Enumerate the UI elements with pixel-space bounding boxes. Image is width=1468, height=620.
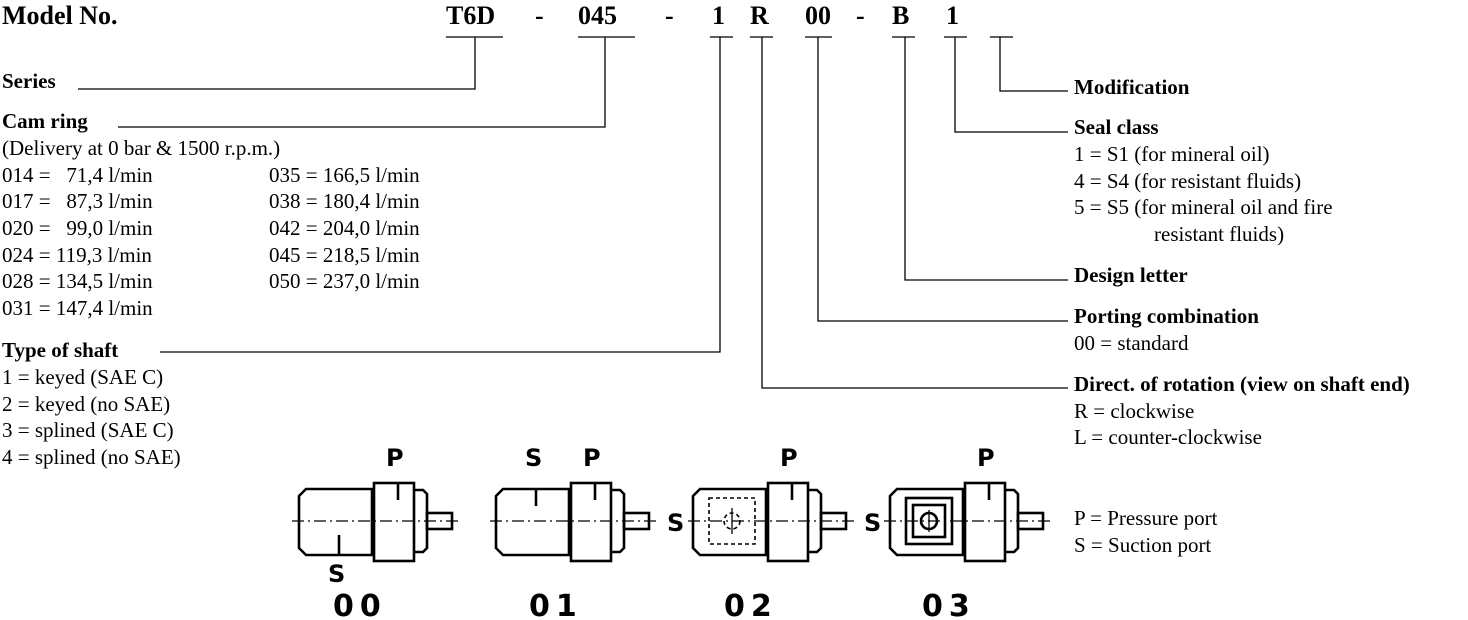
- modification-label: Modification: [1074, 75, 1190, 99]
- design-letter-label: Design letter: [1074, 263, 1188, 287]
- cam-ring-option: 038 = 180,4 l/min: [269, 189, 420, 213]
- cam-ring-option: 017 = 87,3 l/min: [2, 189, 153, 213]
- pressure-port-letter: P: [386, 444, 404, 472]
- seal-option: 5 = S5 (for mineral oil and fire: [1074, 195, 1333, 219]
- suction-port-letter: S: [864, 509, 881, 537]
- code-segment-series: T6D: [446, 1, 495, 30]
- suction-port-letter: S: [328, 560, 345, 588]
- code-separator: -: [535, 1, 544, 30]
- cam-ring-list-2: 035 = 166,5 l/min 038 = 180,4 l/min 042 …: [269, 163, 420, 293]
- pressure-port-letter: P: [583, 444, 601, 472]
- rotation-option: L = counter-clockwise: [1074, 425, 1262, 449]
- porting-option: 00 = standard: [1074, 331, 1189, 355]
- seal-option: 1 = S1 (for mineral oil): [1074, 142, 1270, 166]
- cam-ring-note: (Delivery at 0 bar & 1500 r.p.m.): [2, 136, 280, 160]
- shaft-option: 3 = splined (SAE C): [2, 418, 174, 442]
- seal-class-label: Seal class: [1074, 115, 1159, 139]
- pump-drawing-03: S P 03: [864, 444, 1052, 620]
- cam-ring-option: 020 = 99,0 l/min: [2, 216, 153, 240]
- variant-code: 02: [724, 589, 778, 620]
- cam-ring-option: 050 = 237,0 l/min: [269, 269, 420, 293]
- series-label: Series: [2, 69, 56, 93]
- code-separator: -: [665, 1, 674, 30]
- shaft-option: 4 = splined (no SAE): [2, 445, 181, 469]
- pump-drawing-00: P S 00: [292, 444, 462, 620]
- code-segment-rotation: R: [750, 1, 769, 30]
- rotation-label: Direct. of rotation (view on shaft end): [1074, 372, 1410, 396]
- code-segment-shaft: 1: [712, 1, 725, 30]
- cam-ring-list-1: 014 = 71,4 l/min 017 = 87,3 l/min 020 = …: [2, 163, 153, 320]
- legend-suction-port: S = Suction port: [1074, 533, 1211, 557]
- pump-drawing-01: S P 01: [490, 444, 658, 620]
- model-number-title: Model No.: [2, 1, 118, 30]
- code-segment-porting: 00: [805, 1, 831, 30]
- cam-ring-option: 024 = 119,3 l/min: [2, 243, 152, 267]
- rotation-option: R = clockwise: [1074, 399, 1194, 423]
- cam-ring-option: 031 = 147,4 l/min: [2, 296, 153, 320]
- variant-code: 03: [922, 589, 976, 620]
- cam-ring-option: 028 = 134,5 l/min: [2, 269, 153, 293]
- suction-port-letter: S: [525, 444, 542, 472]
- shaft-type-list: 1 = keyed (SAE C) 2 = keyed (no SAE) 3 =…: [2, 365, 181, 469]
- code-segment-cam-ring: 045: [578, 1, 617, 30]
- legend-pressure-port: P = Pressure port: [1074, 506, 1218, 530]
- shaft-option: 2 = keyed (no SAE): [2, 392, 170, 416]
- seal-option: 4 = S4 (for resistant fluids): [1074, 169, 1301, 193]
- variant-code: 01: [529, 589, 583, 620]
- shaft-type-label: Type of shaft: [2, 338, 118, 362]
- variant-code: 00: [333, 589, 387, 620]
- code-segment-design: B: [892, 1, 909, 30]
- pressure-port-letter: P: [977, 444, 995, 472]
- cam-ring-option: 035 = 166,5 l/min: [269, 163, 420, 187]
- seal-option: resistant fluids): [1154, 222, 1284, 246]
- code-separator: -: [856, 1, 865, 30]
- code-segment-seal: 1: [946, 1, 959, 30]
- porting-label: Porting combination: [1074, 304, 1259, 328]
- cam-ring-label: Cam ring: [2, 109, 88, 133]
- cam-ring-option: 042 = 204,0 l/min: [269, 216, 420, 240]
- cam-ring-option: 014 = 71,4 l/min: [2, 163, 153, 187]
- suction-port-letter: S: [667, 509, 684, 537]
- seal-class-list: 1 = S1 (for mineral oil) 4 = S4 (for res…: [1074, 142, 1333, 246]
- pressure-port-letter: P: [780, 444, 798, 472]
- cam-ring-option: 045 = 218,5 l/min: [269, 243, 420, 267]
- leader-lines: [78, 37, 1068, 389]
- pump-drawing-02: S P 02: [667, 444, 858, 620]
- shaft-option: 1 = keyed (SAE C): [2, 365, 163, 389]
